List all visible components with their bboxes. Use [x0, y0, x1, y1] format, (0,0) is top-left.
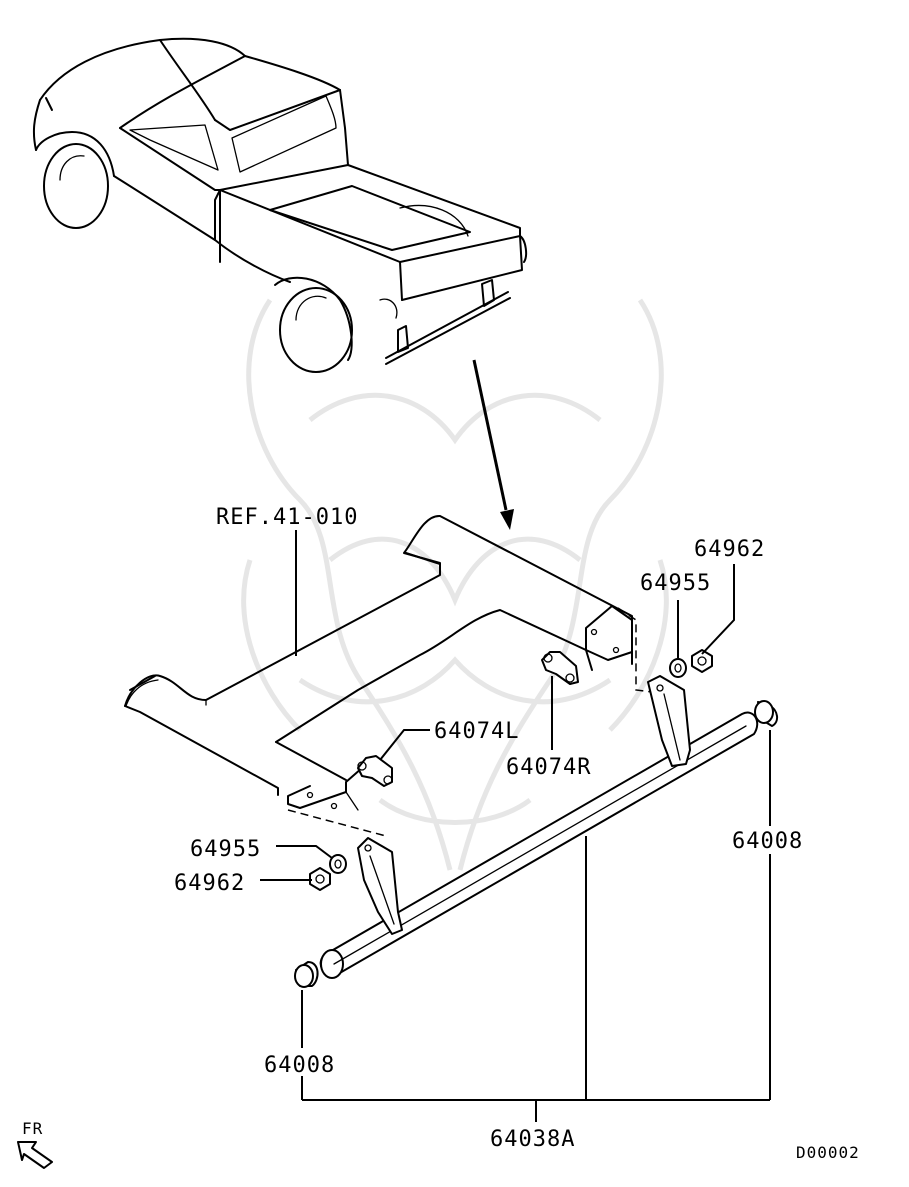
direction-label: FR [22, 1119, 43, 1138]
watermark-emblem [241, 298, 669, 871]
clip-right [541, 651, 579, 685]
end-cap-right [754, 700, 778, 727]
front-direction-icon: FR [17, 1119, 53, 1169]
part-label-64038A: 64038A [490, 1127, 575, 1152]
washer-64955-lower [329, 854, 347, 874]
arrow-icon [472, 359, 514, 530]
clip-left [357, 755, 393, 787]
leader-lines [260, 530, 771, 1122]
rear-bar-assembly [294, 675, 778, 988]
part-label-64955-lower: 64955 [190, 837, 261, 862]
frame-outline [124, 514, 653, 837]
truck-illustration [32, 37, 528, 373]
nut-64962-lower [309, 867, 331, 891]
part-label-64955-upper: 64955 [640, 571, 711, 596]
part-label-64008-left: 64008 [264, 1053, 335, 1078]
end-cap-left [294, 961, 319, 988]
part-label-64074R: 64074R [506, 755, 591, 780]
part-label-64008-right: 64008 [732, 829, 803, 854]
part-label-64962-lower: 64962 [174, 871, 245, 896]
part-label-64962-upper: 64962 [694, 537, 765, 562]
ref-label: REF.41-010 [216, 505, 358, 530]
part-label-64074L: 64074L [434, 719, 519, 744]
nut-64962-upper [691, 649, 713, 673]
diagram-code: D00002 [796, 1143, 860, 1162]
washer-64955-upper [669, 658, 687, 678]
